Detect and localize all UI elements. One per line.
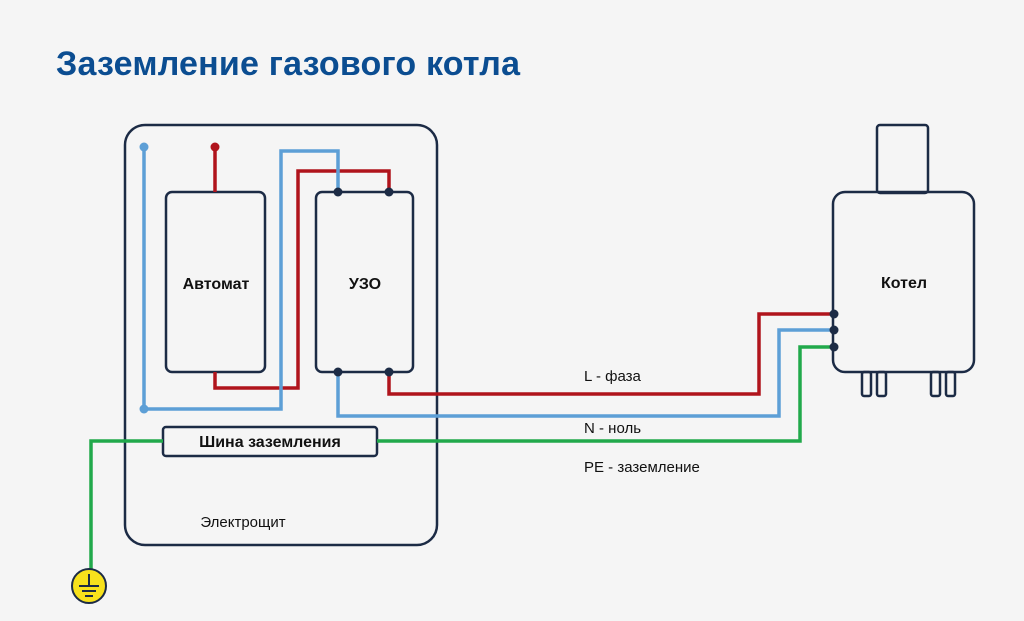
boiler-pipes <box>860 370 957 398</box>
rcd-label: УЗО <box>349 276 381 293</box>
boiler-body <box>831 190 976 374</box>
breaker-label: Автомат <box>183 276 250 293</box>
boiler-label: Котел <box>881 275 927 292</box>
electrical-panel <box>123 123 439 547</box>
ground-bus-label: Шина заземления <box>199 434 341 451</box>
phase-wire <box>213 147 834 396</box>
panel-label: Электрощит <box>200 514 285 531</box>
rcd-box <box>314 190 415 374</box>
boiler-chimney <box>875 123 930 195</box>
phase-wire-label: L - фаза <box>584 368 642 385</box>
ground-symbol-icon <box>71 568 107 604</box>
ground-wire-label: PE - заземление <box>584 459 700 476</box>
terminals <box>139 142 839 414</box>
neutral-wire-label: N - ноль <box>584 420 641 437</box>
neutral-wire <box>142 147 834 418</box>
page-title: Заземление газового котла <box>56 45 521 83</box>
ground-wire <box>89 345 834 570</box>
